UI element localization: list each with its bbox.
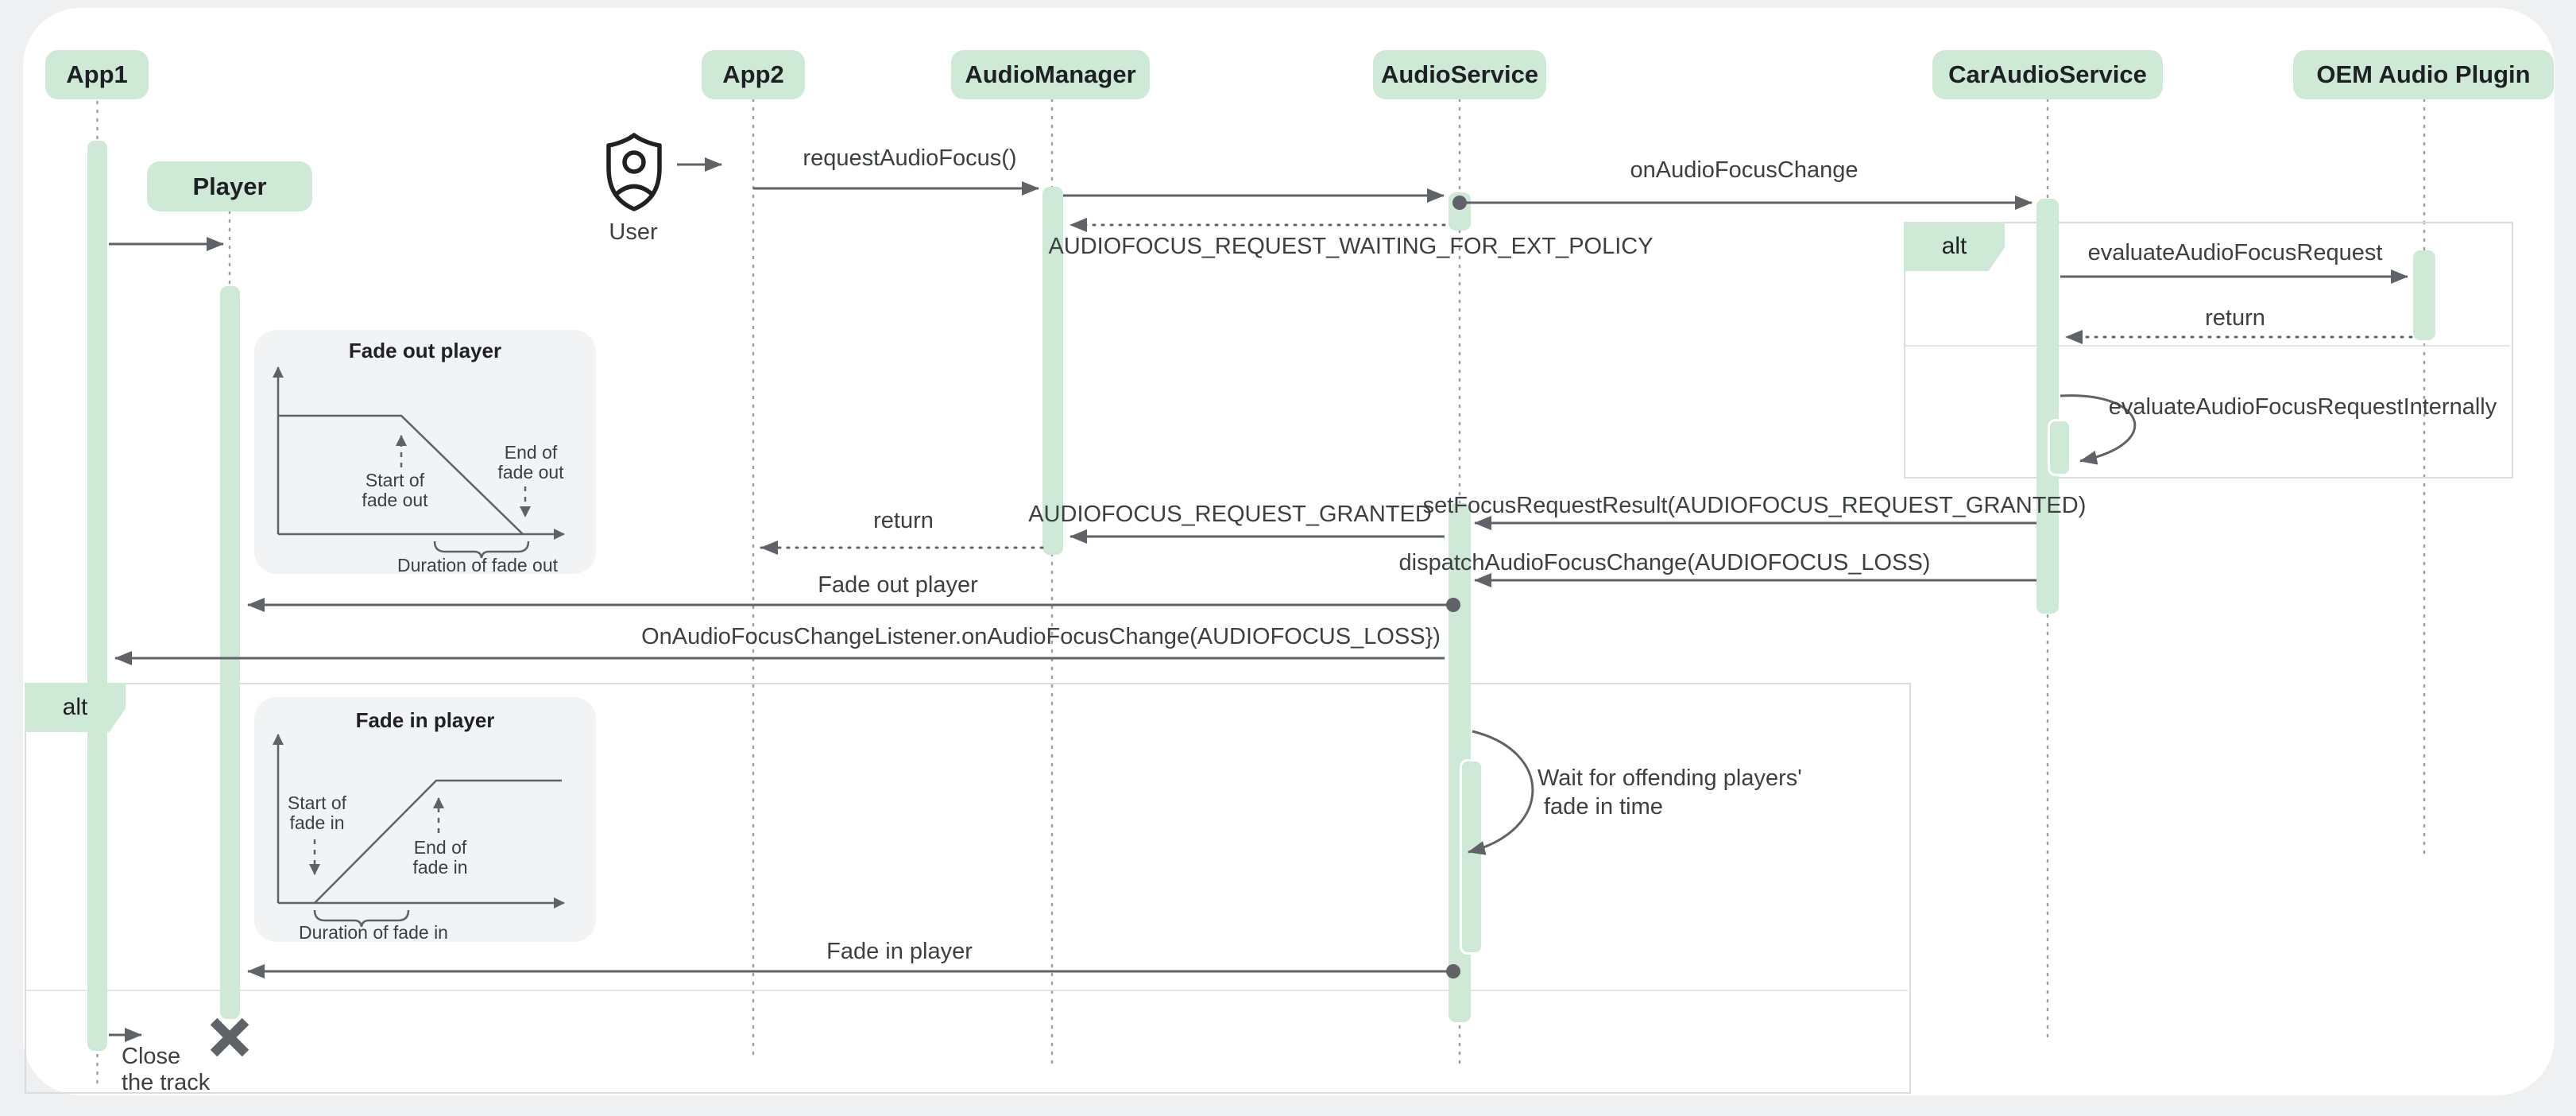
fade-out-chart-title: Fade out player	[348, 339, 502, 362]
activation-app1	[87, 141, 107, 1051]
participant-audioservice: AudioService	[1373, 50, 1546, 99]
activation-oemaudioplugin	[2413, 250, 2435, 340]
label-request-audio-focus: requestAudioFocus()	[803, 145, 1017, 171]
label-wait-note-line2: fade in time	[1544, 794, 1663, 820]
alt-fragment-bottom-label: alt	[25, 683, 126, 732]
activation-caraudioservice-internal	[2048, 419, 2071, 476]
activation-player	[220, 286, 240, 1019]
fade-in-start-line2: fade in	[289, 812, 345, 833]
activation-audioservice-request	[1449, 192, 1471, 231]
alt-fragment-top	[1904, 222, 2513, 479]
label-wait-note-line1: Wait for offending players'	[1537, 765, 1802, 791]
activation-caraudioservice	[2036, 199, 2059, 614]
label-fade-in-player: Fade in player	[826, 939, 973, 964]
fade-out-end-line2: fade out	[497, 462, 564, 482]
participant-app2: App2	[702, 50, 805, 99]
label-close-track-line2: the track	[122, 1070, 211, 1095]
participant-oemaudioplugin: OEM Audio Plugin	[2293, 50, 2554, 99]
participant-caraudioservice: CarAudioService	[1932, 50, 2163, 99]
fade-out-end-line1: End of	[504, 442, 558, 463]
label-waiting-ext-policy: AUDIOFOCUS_REQUEST_WAITING_FOR_EXT_POLIC…	[1048, 234, 1654, 259]
fade-in-start-line1: Start of	[287, 792, 347, 813]
label-set-focus-request-result: setFocusRequestResult(AUDIOFOCUS_REQUEST…	[1422, 493, 2087, 518]
participant-player: Player	[147, 161, 312, 211]
participant-app1: App1	[45, 50, 149, 99]
label-return-oem: return	[2205, 305, 2265, 331]
alt-fragment-top-label: alt	[1904, 222, 2005, 271]
label-evaluate-audio-focus-request: evaluateAudioFocusRequest	[2087, 240, 2383, 265]
label-close-track-line1: Close	[122, 1044, 181, 1069]
alt-fragment-bottom-divider	[25, 990, 1908, 991]
fade-in-chart-title: Fade in player	[355, 708, 495, 732]
alt-fragment-top-divider	[1904, 345, 2510, 347]
fade-in-end-line1: End of	[413, 837, 467, 858]
label-dispatch-audio-focus-change: dispatchAudioFocusChange(AUDIOFOCUS_LOSS…	[1398, 550, 1931, 575]
participant-audiomanager: AudioManager	[951, 50, 1150, 99]
actor-label: User	[609, 219, 658, 245]
label-return-app2: return	[873, 508, 934, 533]
activation-audioservice-wait	[1460, 759, 1483, 955]
fade-in-duration: Duration of fade in	[299, 922, 448, 943]
label-on-audio-focus-loss: OnAudioFocusChangeListener.onAudioFocusC…	[641, 624, 1441, 649]
fade-out-start-line2: fade out	[362, 490, 428, 510]
label-audiofocus-request-granted: AUDIOFOCUS_REQUEST_GRANTED	[1028, 502, 1432, 527]
fade-out-start-line1: Start of	[365, 470, 425, 490]
fade-in-end-line2: fade in	[412, 857, 468, 878]
label-evaluate-internally: evaluateAudioFocusRequestInternally	[2108, 394, 2497, 420]
fade-out-duration: Duration of fade out	[396, 555, 559, 575]
label-fade-out-player: Fade out player	[818, 572, 978, 598]
alt-fragment-bottom	[25, 683, 1911, 1094]
label-on-audio-focus-change: onAudioFocusChange	[1630, 157, 1859, 183]
